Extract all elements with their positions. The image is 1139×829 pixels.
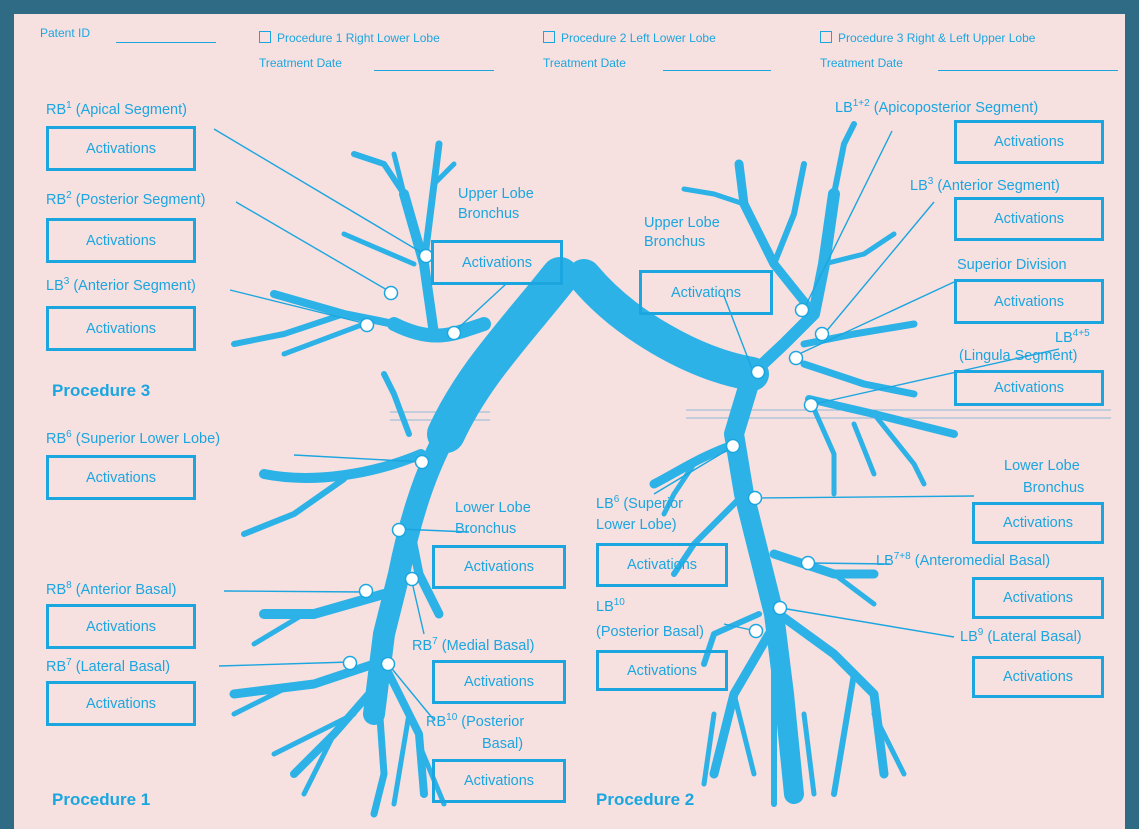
treatment-date-1-field[interactable] bbox=[374, 70, 494, 71]
left-lower-lobe-label: Lower Lobe bbox=[1004, 458, 1080, 474]
superior-division-label: Superior Division bbox=[957, 257, 1067, 273]
lb10-label: LB10 bbox=[596, 597, 625, 615]
lb45-label: LB4+5 bbox=[1055, 328, 1090, 346]
rb10-label: RB10 (Posterior bbox=[426, 712, 524, 730]
rb7-lateral-label: RB7 (Lateral Basal) bbox=[46, 657, 170, 675]
diagram-sheet: Patent ID Procedure 1 Right Lower Lobe T… bbox=[14, 14, 1125, 829]
rb2-label: RB2 (Posterior Segment) bbox=[46, 190, 206, 208]
treatment-date-label: Treatment Date bbox=[259, 56, 342, 70]
lb9-label: LB9 (Lateral Basal) bbox=[960, 627, 1082, 645]
right-lower-lobe-label: Lower Lobe bbox=[455, 500, 531, 516]
left-upper-lobe-label-2: Bronchus bbox=[644, 234, 705, 250]
left-lb3-activations-box[interactable]: Activations bbox=[954, 197, 1104, 241]
patient-id-field[interactable] bbox=[116, 42, 216, 43]
left-lower-lobe-label-2: Bronchus bbox=[1023, 480, 1084, 496]
right-upper-lobe-label: Upper Lobe bbox=[458, 186, 534, 202]
left-upper-lobe-label: Upper Lobe bbox=[644, 215, 720, 231]
procedure-1-label: Procedure 1 Right Lower Lobe bbox=[277, 31, 440, 45]
lb9-activations-box[interactable]: Activations bbox=[972, 656, 1104, 698]
procedure-3-label: Procedure 3 Right & Left Upper Lobe bbox=[838, 31, 1035, 45]
superior-division-activations-box[interactable]: Activations bbox=[954, 279, 1104, 324]
lb45-label-2: (Lingula Segment) bbox=[959, 348, 1078, 364]
left-lb3-label: LB3 (Anterior Segment) bbox=[910, 176, 1060, 194]
procedure-2-label: Procedure 2 Left Lower Lobe bbox=[561, 31, 716, 45]
lb6-label-2: Lower Lobe) bbox=[596, 517, 677, 533]
left-upper-lobe-activations-box[interactable]: Activations bbox=[639, 270, 773, 315]
rb2-activations-box[interactable]: Activations bbox=[46, 218, 196, 263]
procedure-3-title: Procedure 3 bbox=[52, 381, 150, 401]
rb6-activations-box[interactable]: Activations bbox=[46, 455, 196, 500]
lb12-label: LB1+2 (Apicoposterior Segment) bbox=[835, 98, 1038, 116]
lb10-activations-box[interactable]: Activations bbox=[596, 650, 728, 691]
treatment-date-2-field[interactable] bbox=[663, 70, 771, 71]
right-upper-lobe-activations-box[interactable]: Activations bbox=[431, 240, 563, 285]
rb8-label: RB8 (Anterior Basal) bbox=[46, 580, 176, 598]
procedure-2-checkbox[interactable] bbox=[543, 31, 555, 43]
rb7-medial-activations-box[interactable]: Activations bbox=[432, 660, 566, 704]
rb6-label: RB6 (Superior Lower Lobe) bbox=[46, 429, 220, 447]
rb1-label: RB1 (Apical Segment) bbox=[46, 100, 187, 118]
procedure-1-title: Procedure 1 bbox=[52, 790, 150, 810]
rb10-activations-box[interactable]: Activations bbox=[432, 759, 566, 803]
lb78-activations-box[interactable]: Activations bbox=[972, 577, 1104, 619]
left-lower-lobe-activations-box[interactable]: Activations bbox=[972, 502, 1104, 544]
lb12-activations-box[interactable]: Activations bbox=[954, 120, 1104, 164]
patient-id-label: Patent ID bbox=[40, 26, 90, 40]
lb78-label: LB7+8 (Anteromedial Basal) bbox=[876, 551, 1050, 569]
lb6-label: LB6 (Superior bbox=[596, 494, 683, 512]
lb10-label-2: (Posterior Basal) bbox=[596, 624, 704, 640]
rb10-label-2: Basal) bbox=[482, 736, 523, 752]
treatment-date-label: Treatment Date bbox=[543, 56, 626, 70]
right-lb3-activations-box[interactable]: Activations bbox=[46, 306, 196, 351]
lb6-activations-box[interactable]: Activations bbox=[596, 543, 728, 587]
rb7-medial-label: RB7 (Medial Basal) bbox=[412, 636, 534, 654]
right-upper-lobe-label-2: Bronchus bbox=[458, 206, 519, 222]
rb7-lateral-activations-box[interactable]: Activations bbox=[46, 681, 196, 726]
treatment-date-3-field[interactable] bbox=[938, 70, 1118, 71]
procedure-2-title: Procedure 2 bbox=[596, 790, 694, 810]
right-lb3-label: LB3 (Anterior Segment) bbox=[46, 276, 196, 294]
rb1-activations-box[interactable]: Activations bbox=[46, 126, 196, 171]
right-lower-lobe-activations-box[interactable]: Activations bbox=[432, 545, 566, 589]
procedure-1-checkbox[interactable] bbox=[259, 31, 271, 43]
rb8-activations-box[interactable]: Activations bbox=[46, 604, 196, 649]
treatment-date-label: Treatment Date bbox=[820, 56, 903, 70]
procedure-3-checkbox[interactable] bbox=[820, 31, 832, 43]
lb45-activations-box[interactable]: Activations bbox=[954, 370, 1104, 406]
right-lower-lobe-label-2: Bronchus bbox=[455, 521, 516, 537]
